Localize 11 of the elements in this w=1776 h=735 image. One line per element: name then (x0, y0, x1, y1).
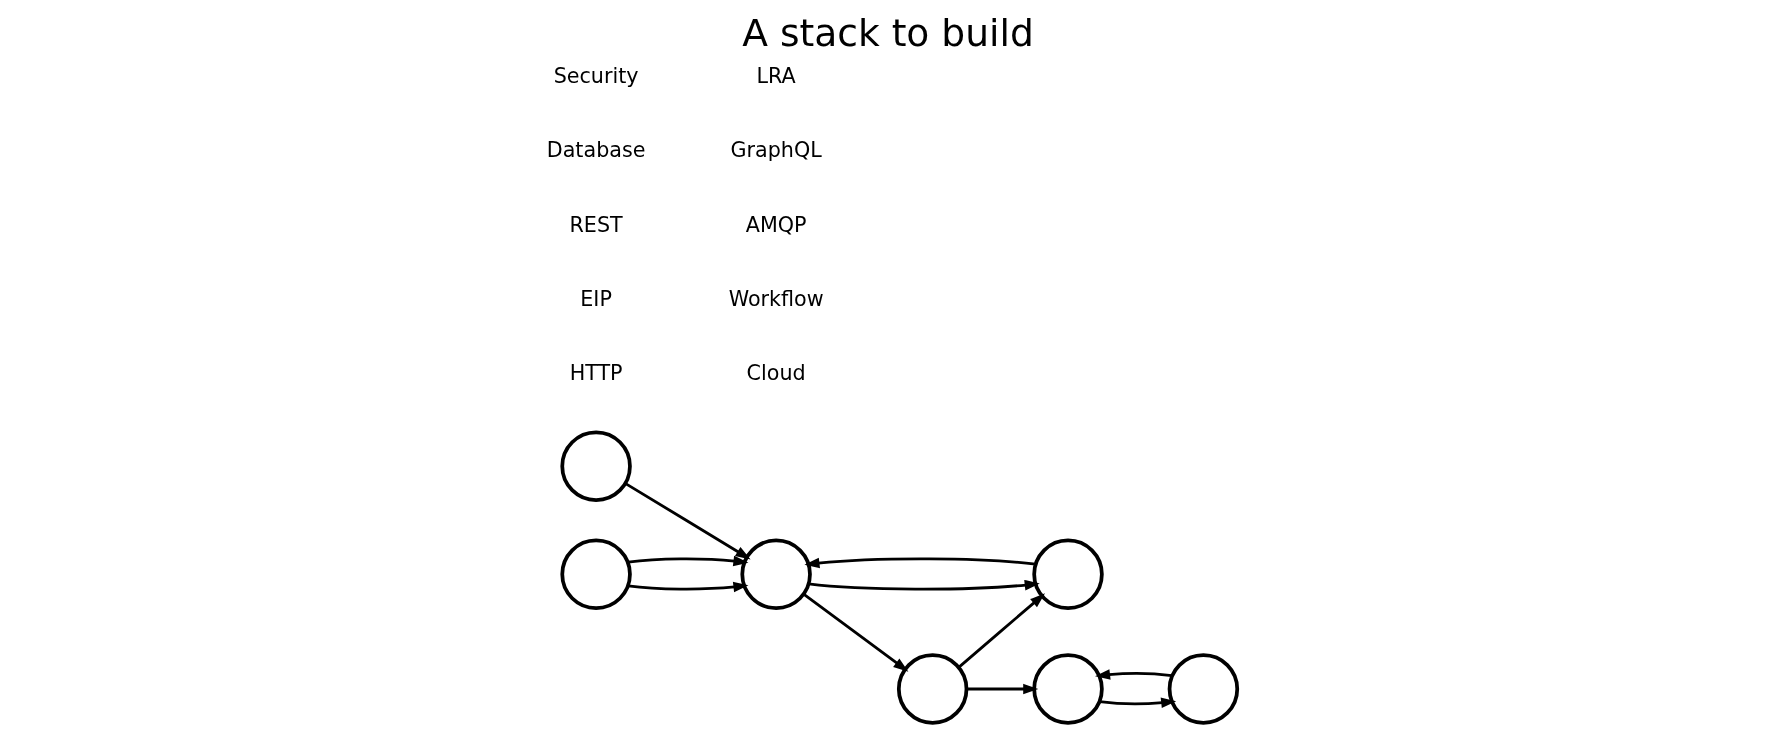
label: AMQP (745, 212, 807, 237)
label: GraphQL (730, 138, 822, 163)
label: LRA (756, 64, 796, 89)
label: REST (569, 212, 623, 237)
label: Security (553, 64, 639, 89)
label: HTTP (569, 361, 623, 386)
diagram-title: A stack to build (742, 10, 1034, 55)
label: EIP (580, 287, 612, 312)
label: Database (546, 138, 646, 163)
label: Workflow (728, 287, 824, 312)
label: Cloud (746, 361, 806, 386)
